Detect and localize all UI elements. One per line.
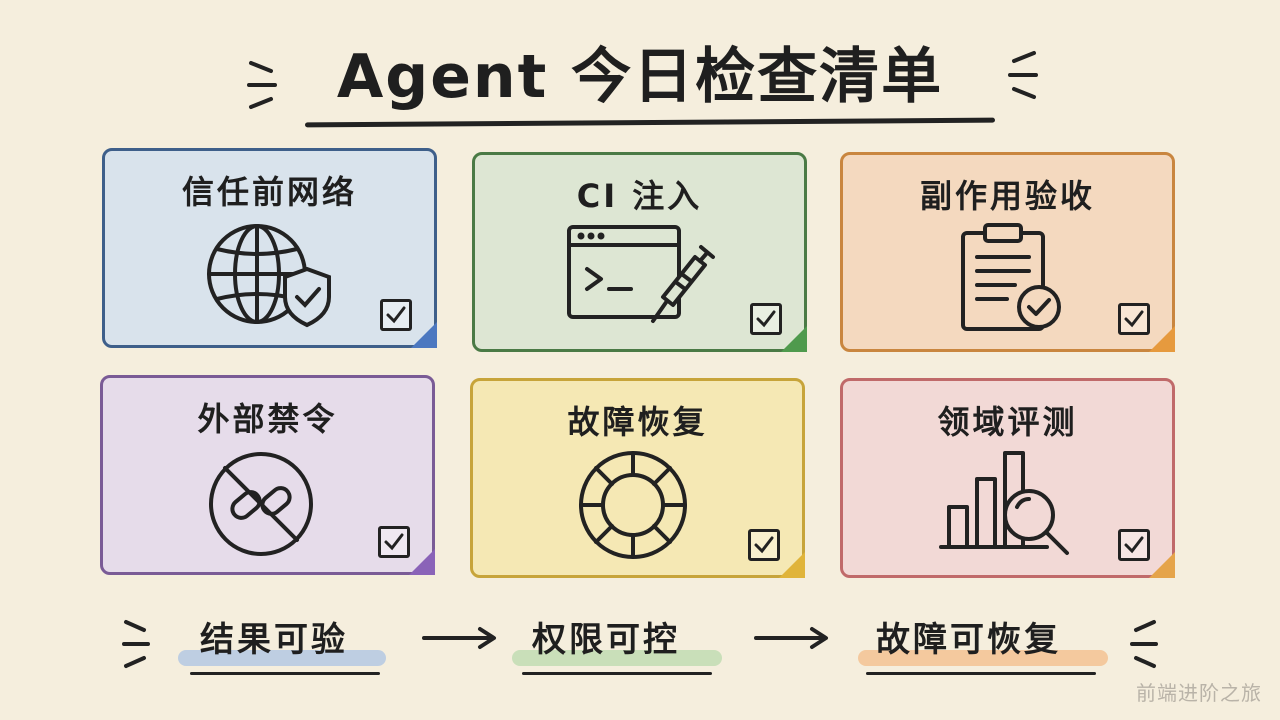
card-domain-evaluation: 领域评测	[840, 378, 1175, 578]
flow-highlight-1	[178, 650, 386, 666]
folded-corner	[781, 326, 807, 352]
flow-step-recoverable: 故障可恢复	[876, 620, 1061, 660]
arrow-right-icon	[422, 627, 496, 649]
sparkle-bottom-right-icon	[1130, 620, 1158, 668]
checkbox-checked[interactable]	[1118, 529, 1150, 561]
folded-corner	[1149, 326, 1175, 352]
card-title: 领域评测	[937, 403, 1078, 441]
flow-step-verifiable: 结果可验	[200, 620, 348, 660]
terminal-syringe-icon	[567, 225, 715, 323]
card-fault-recovery: 故障恢复	[470, 378, 805, 578]
flow-highlight-3	[858, 650, 1108, 666]
flow-underline-2	[522, 672, 712, 675]
lifebuoy-icon	[579, 451, 687, 559]
card-trust-network: 信任前网络	[102, 148, 437, 348]
title-underline	[304, 117, 996, 128]
card-title: 外部禁令	[197, 400, 338, 438]
card-title: 信任前网络	[181, 173, 357, 211]
sparkle-left-icon	[247, 61, 277, 109]
card-side-effect-acceptance: 副作用验收	[840, 152, 1175, 352]
card-title: 故障恢复	[567, 403, 708, 441]
page-title: Agent 今日检查清单	[336, 42, 944, 112]
flow-highlight-2	[512, 650, 722, 666]
checkbox-checked[interactable]	[748, 529, 780, 561]
checkbox-checked[interactable]	[1118, 303, 1150, 335]
flow-underline-3	[866, 672, 1096, 675]
clipboard-check-icon	[961, 223, 1061, 331]
checkbox-checked[interactable]	[380, 299, 412, 331]
sparkle-bottom-left-icon	[122, 620, 150, 668]
chart-magnifier-icon	[939, 451, 1069, 555]
sparkle-right-icon	[1008, 51, 1038, 99]
checkbox-checked[interactable]	[750, 303, 782, 335]
folded-corner	[411, 322, 437, 348]
no-link-icon	[209, 452, 313, 556]
card-external-ban: 外部禁令	[100, 375, 435, 575]
folded-corner	[409, 549, 435, 575]
card-title: 副作用验收	[919, 177, 1095, 215]
watermark: 前端进阶之旅	[1136, 681, 1262, 705]
folded-corner	[779, 552, 805, 578]
checkbox-checked[interactable]	[378, 526, 410, 558]
flow-step-controllable: 权限可控	[532, 620, 680, 660]
card-ci-injection: CI 注入	[472, 152, 807, 352]
arrow-right-icon	[754, 627, 828, 649]
flow-underline-1	[190, 672, 380, 675]
card-title: CI 注入	[576, 177, 703, 215]
folded-corner	[1149, 552, 1175, 578]
globe-shield-icon	[207, 224, 331, 328]
